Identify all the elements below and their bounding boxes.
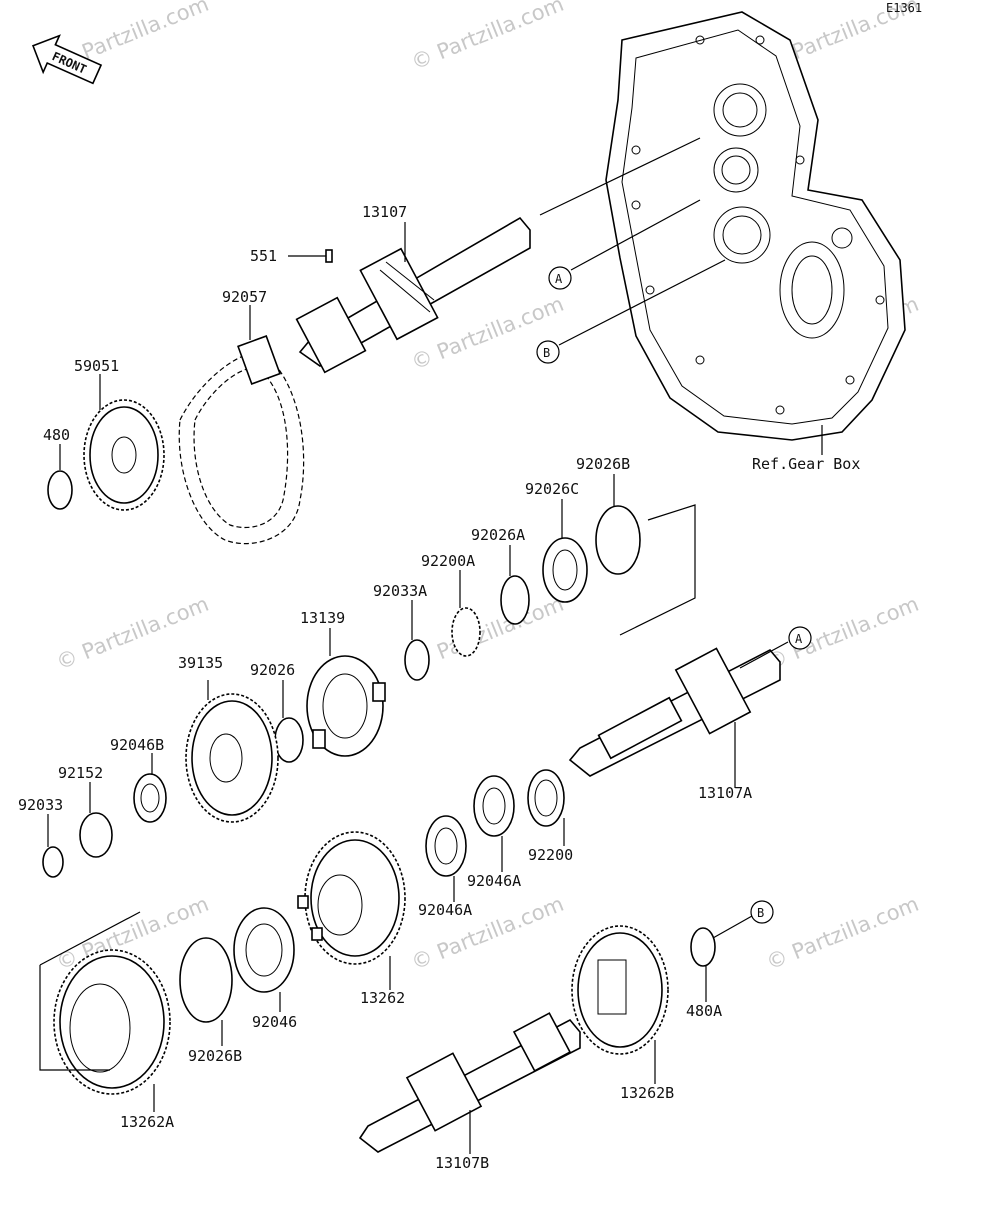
part-label: 39135 <box>178 654 223 672</box>
part-label: 92200A <box>421 552 475 570</box>
bearing-92046 <box>233 907 295 993</box>
part-label: 92026C <box>525 480 579 498</box>
watermark: © Partzilla.com <box>763 892 922 975</box>
part-label: 13262B <box>620 1084 674 1102</box>
washer-92026C <box>542 537 588 603</box>
part-label: 92152 <box>58 764 103 782</box>
part-label: 480 <box>43 426 70 444</box>
washer-92026 <box>274 717 304 763</box>
gear-box-reference-label: Ref.Gear Box <box>752 455 860 473</box>
callout-b-top: B <box>536 340 560 364</box>
watermark: © Partzilla.com <box>408 0 567 75</box>
svg-text:B: B <box>757 906 764 920</box>
part-label: 92046 <box>252 1013 297 1031</box>
leader-lines <box>47 222 736 1154</box>
circlip-480A <box>690 927 716 967</box>
sprocket-59051 <box>83 399 165 511</box>
part-label: 13139 <box>300 609 345 627</box>
watermark: © Partzilla.com <box>408 592 567 675</box>
bearing-92200A <box>451 607 481 657</box>
svg-text:A: A <box>555 272 563 286</box>
shifter-13139 <box>306 655 386 757</box>
circlip-480 <box>47 470 73 510</box>
part-label: 92046A <box>418 901 472 919</box>
callout-a-mid: A <box>788 626 812 650</box>
gear-13262B <box>571 925 669 1055</box>
bearing-92046B <box>133 773 167 823</box>
shaft-13107B <box>358 1012 581 1153</box>
callout-b-lower: B <box>750 900 774 924</box>
gear-box-housing <box>605 11 906 441</box>
part-label: 92057 <box>222 288 267 306</box>
part-label: 92026 <box>250 661 295 679</box>
gear-39135 <box>185 693 279 823</box>
circlip-92033A <box>404 639 430 681</box>
shaft-13107A <box>568 647 781 777</box>
part-label: 551 <box>250 247 277 265</box>
chain-92057 <box>178 335 305 545</box>
ring-92026B-upper <box>595 505 641 575</box>
svg-text:A: A <box>795 632 803 646</box>
part-labels: 13107 551 92057 59051 480 92026B 92026C … <box>18 203 752 1172</box>
ring-92026B-lower <box>179 937 233 1023</box>
part-label: 13262 <box>360 989 405 1007</box>
diagram-code: E1361 <box>886 1 922 15</box>
gear-13262A <box>53 949 171 1095</box>
washer-92152 <box>79 812 113 858</box>
part-label: 92026B <box>188 1047 242 1065</box>
part-label: 92033 <box>18 796 63 814</box>
pin-551 <box>325 249 333 263</box>
part-label: 13107A <box>698 784 752 802</box>
part-label: 92046A <box>467 872 521 890</box>
part-label: 92033A <box>373 582 427 600</box>
part-label: 92200 <box>528 846 573 864</box>
shaft-13107 <box>295 216 531 374</box>
washer-92200 <box>527 769 565 827</box>
part-label: 480A <box>686 1002 722 1020</box>
part-label: 92026A <box>471 526 525 544</box>
bearing-92046A-lower <box>425 815 467 877</box>
part-label: 92046B <box>110 736 164 754</box>
part-label: 13107 <box>362 203 407 221</box>
svg-text:B: B <box>543 346 550 360</box>
part-label: 13107B <box>435 1154 489 1172</box>
part-label: 13262A <box>120 1113 174 1131</box>
part-label: 92026B <box>576 455 630 473</box>
watermark: © Partzilla.com <box>763 592 922 675</box>
washer-92026A <box>500 575 530 625</box>
gear-13262 <box>297 831 406 965</box>
bearing-92046A-upper <box>473 775 515 837</box>
part-label: 59051 <box>74 357 119 375</box>
callout-a-top: A <box>548 266 572 290</box>
circlip-92033 <box>42 846 64 878</box>
